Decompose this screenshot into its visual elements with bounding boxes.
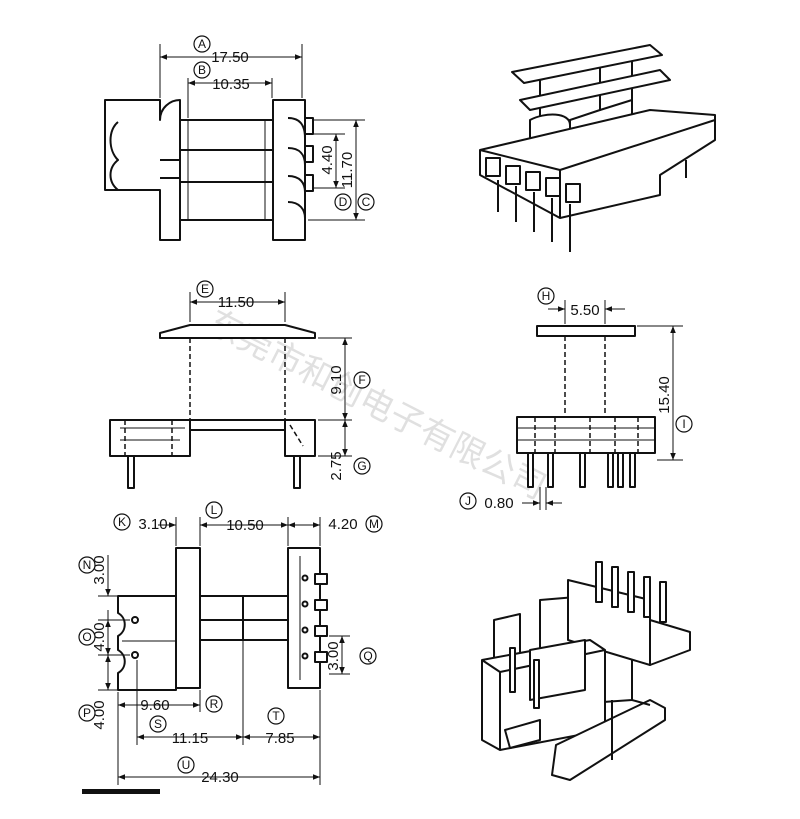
dim-k-label: K [118,515,126,529]
dim-o-marker [78,628,96,646]
dim-s-value: 11.15 [172,730,208,747]
dim-i-label: I [682,417,685,431]
dim-a-label: A [198,37,206,51]
dim-m-value: 4.20 [328,516,357,533]
dim-h-value: 5.50 [570,302,599,319]
dim-b-value: 10.35 [212,76,250,93]
dim-h-marker [537,287,555,305]
dim-r-label: R [210,697,219,711]
dim-i-marker [675,415,693,433]
dim-a-marker [193,35,211,53]
top-view [104,99,314,241]
dim-o-label: O [82,630,91,644]
dim-p-label: P [83,706,91,720]
dim-e-value: 11.50 [218,294,254,311]
dim-j-marker [459,492,477,510]
dim-e-marker [196,280,214,298]
dim-d-label: D [339,195,348,209]
dim-s-marker [149,715,167,733]
dim-c-marker [357,193,375,211]
dim-g-value: 2.75 [328,451,345,480]
dim-m-marker [365,515,383,533]
dim-q-value: 3.00 [325,641,342,670]
dim-c-label: C [362,195,371,209]
dim-f-value: 9.10 [328,365,345,394]
dim-m-label: M [369,517,379,531]
dim-j-value: 0.80 [484,495,513,512]
dim-e-label: E [201,282,209,296]
front-view [109,324,316,489]
dim-u-marker [177,756,195,774]
side-view [516,325,656,488]
dim-d-marker [334,193,352,211]
bottom-view [117,547,328,691]
dim-l-label: L [211,503,218,517]
dim-r-marker [205,695,223,713]
dim-q-marker [359,647,377,665]
isometric-view-top [479,44,716,252]
dim-n-label: N [83,558,92,572]
dim-r-value: 9.60 [140,697,169,714]
dim-o-value: 4.00 [91,622,108,651]
dim-f-marker [353,371,371,389]
dim-l-value: 10.50 [226,517,264,534]
dim-b-marker [193,61,211,79]
dim-d-value: 4.40 [319,145,336,174]
scale-bar [82,789,160,794]
dim-a-value: 17.50 [211,49,249,66]
dim-j-label: J [465,494,471,508]
dim-n-marker [78,556,96,574]
dim-p-value: 4.00 [91,700,108,729]
dim-s-label: S [154,717,162,731]
dim-g-marker [353,457,371,475]
dim-t-value: 7.85 [265,730,294,747]
dim-b-label: B [198,63,206,77]
dim-u-value: 24.30 [201,769,239,786]
dim-u-label: U [182,758,191,772]
dim-h-label: H [542,289,551,303]
dim-l-marker [205,501,223,519]
dim-f-label: F [358,373,365,387]
dim-c-value: 11.70 [339,152,356,188]
dim-k-marker [113,513,131,531]
dim-k-value: 3.10 [138,516,167,533]
dim-q-label: Q [363,649,372,663]
dim-t-marker [267,707,285,725]
dim-p-marker [78,704,96,722]
dim-g-label: G [357,459,366,473]
isometric-view-bottom [481,561,691,781]
dim-t-label: T [272,709,280,723]
dim-i-value: 15.40 [656,376,673,414]
